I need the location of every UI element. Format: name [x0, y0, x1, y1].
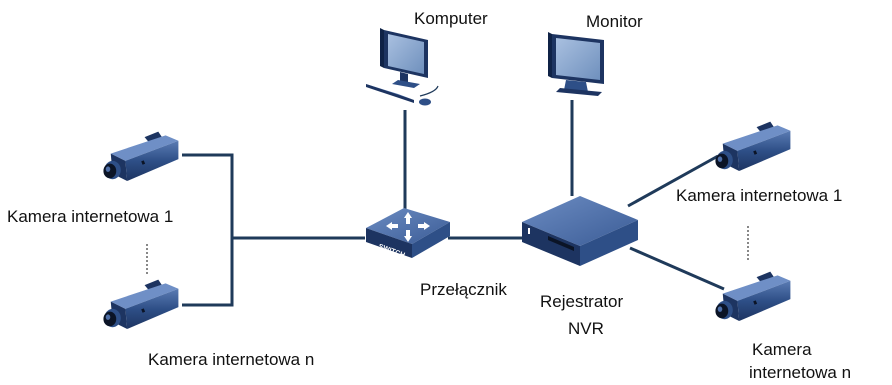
label-switch: Przełącznik: [420, 280, 507, 299]
ip-camera-icon: [715, 271, 791, 322]
line-nvr-to-right-camera-top: [627, 154, 719, 208]
line-left-cameras-bus: [182, 153, 234, 307]
camera-right-top: [715, 121, 791, 172]
label-camera-left-bottom: Kamera internetowa n: [148, 350, 315, 369]
label-camera-right-bottom-line1: Kamera: [752, 340, 812, 359]
ip-camera-icon: [715, 121, 791, 172]
label-nvr-line2: NVR: [568, 319, 604, 338]
ellipsis-left: [146, 244, 148, 274]
network-switch-icon: SWITCH: [366, 208, 450, 259]
label-monitor: Monitor: [586, 12, 643, 31]
ip-camera-icon: [103, 131, 179, 182]
label-camera-right-top: Kamera internetowa 1: [676, 186, 843, 205]
line-nvr-to-right-camera-bottom: [629, 246, 725, 291]
monitor-icon: [548, 32, 604, 96]
ip-camera-icon: [103, 279, 179, 330]
ellipsis-right: [747, 226, 749, 260]
nvr-recorder-icon: [522, 196, 638, 266]
label-computer: Komputer: [414, 9, 488, 28]
label-camera-right-bottom-line2: internetowa n: [749, 363, 852, 382]
camera-right-bottom: [715, 271, 791, 322]
label-nvr-line1: Rejestrator: [540, 292, 624, 311]
camera-left-top: [103, 131, 179, 182]
camera-left-bottom: [103, 279, 179, 330]
connection-lines: [182, 100, 725, 307]
computer-icon: [366, 28, 439, 106]
label-camera-left-top: Kamera internetowa 1: [7, 207, 174, 226]
ellipsis-markers: [146, 226, 749, 274]
